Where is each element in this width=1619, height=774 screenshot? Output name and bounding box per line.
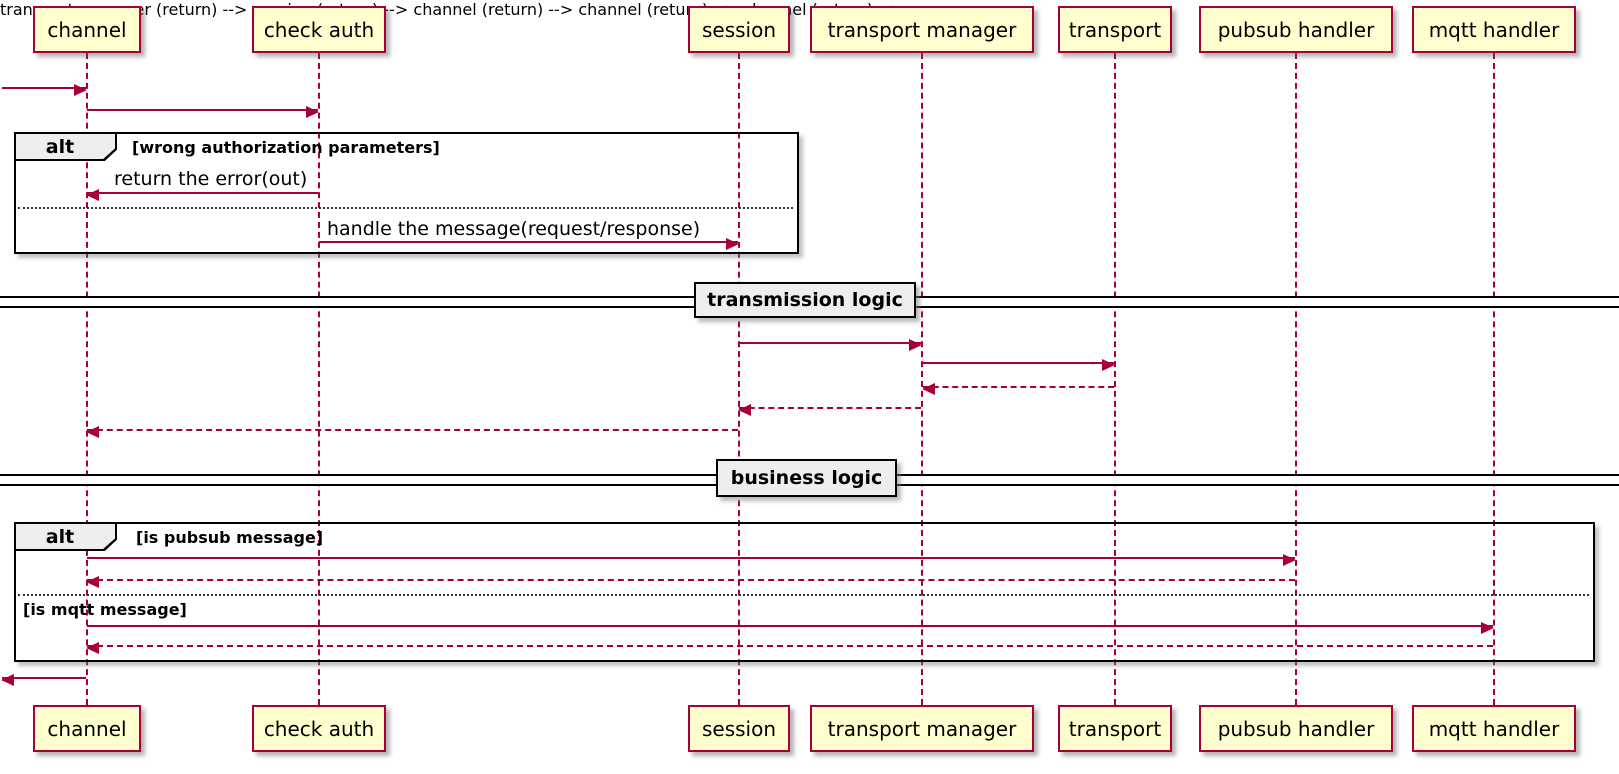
arrowhead-left-icon bbox=[86, 642, 99, 654]
alt-else-divider bbox=[18, 594, 1589, 596]
arrowhead-right-icon bbox=[306, 106, 319, 118]
message-arrow-transport-manager-return-to-session bbox=[738, 404, 921, 416]
message-arrow-channel-to-check-auth bbox=[87, 106, 319, 118]
arrowhead-right-icon bbox=[1481, 622, 1494, 634]
arrowhead-right-icon bbox=[726, 238, 739, 250]
participant-box-mqtt-handler-top: mqtt handler bbox=[1412, 6, 1576, 53]
arrowhead-right-icon bbox=[909, 339, 922, 351]
message-arrow-mqtt-handler-return-to-channel bbox=[86, 642, 1493, 654]
lifeline-mqtt-handler bbox=[1493, 53, 1495, 705]
message-arrow-session-to-transport-manager bbox=[739, 339, 922, 351]
alt-condition-is-pubsub: [is pubsub message] bbox=[136, 528, 324, 547]
participant-box-check-auth-top: check auth bbox=[252, 6, 386, 53]
lifeline-session bbox=[738, 53, 740, 705]
participant-box-check-auth-bottom: check auth bbox=[252, 705, 386, 752]
alt-keyword: alt bbox=[45, 135, 75, 158]
arrowhead-right-icon bbox=[1283, 554, 1296, 566]
participant-box-transport-manager-bottom: transport manager bbox=[810, 705, 1034, 752]
arrowhead-right-icon bbox=[74, 84, 87, 96]
lifeline-transport-manager bbox=[921, 53, 923, 705]
participant-box-pubsub-handler-bottom: pubsub handler bbox=[1199, 705, 1393, 752]
divider-label-transmission-logic: transmission logic bbox=[694, 282, 916, 318]
message-arrow-incoming-to-channel bbox=[2, 84, 87, 96]
message-arrow-check-auth-to-session bbox=[319, 238, 739, 250]
divider-label-business-logic: business logic bbox=[716, 459, 897, 497]
alt-else-divider bbox=[18, 207, 793, 209]
alt-tab: alt bbox=[16, 134, 117, 161]
participant-box-transport-bottom: transport bbox=[1058, 705, 1172, 752]
alt-tab: alt bbox=[16, 524, 117, 551]
arrowhead-left-icon bbox=[738, 404, 751, 416]
participant-box-mqtt-handler-bottom: mqtt handler bbox=[1412, 705, 1576, 752]
participant-box-transport-top: transport bbox=[1058, 6, 1172, 53]
arrowhead-left-icon bbox=[922, 383, 935, 395]
arrowhead-left-icon bbox=[1, 674, 14, 686]
lifeline-transport bbox=[1114, 53, 1116, 705]
message-arrow-channel-to-pubsub-handler bbox=[87, 554, 1296, 566]
participant-box-pubsub-handler-top: pubsub handler bbox=[1199, 6, 1393, 53]
participant-box-channel-bottom: channel bbox=[33, 705, 141, 752]
alt-frame-message-type: alt [is pubsub message] [is mqtt message… bbox=[14, 522, 1595, 662]
alt-condition-wrong-auth: [wrong authorization parameters] bbox=[132, 138, 440, 157]
arrowhead-right-icon bbox=[1102, 359, 1115, 371]
participant-box-channel-top: channel bbox=[33, 6, 141, 53]
participant-box-transport-manager-top: transport manager bbox=[810, 6, 1034, 53]
message-arrow-channel-to-mqtt-handler bbox=[87, 622, 1494, 634]
participant-box-session-bottom: session bbox=[688, 705, 790, 752]
message-arrow-check-auth-to-channel bbox=[86, 189, 318, 201]
message-arrow-session-return-to-channel bbox=[86, 426, 738, 438]
message-arrow-channel-outgoing bbox=[1, 674, 86, 686]
lifeline-pubsub-handler bbox=[1295, 53, 1297, 705]
message-arrow-transport-manager-to-transport bbox=[922, 359, 1115, 371]
alt-condition-is-mqtt: [is mqtt message] bbox=[23, 600, 187, 619]
message-label-return-error: return the error(out) bbox=[114, 168, 308, 190]
participant-box-session-top: session bbox=[688, 6, 790, 53]
alt-frame-authorization: alt [wrong authorization parameters] bbox=[14, 132, 799, 254]
arrowhead-left-icon bbox=[86, 576, 99, 588]
alt-keyword: alt bbox=[45, 525, 75, 548]
message-arrow-transport-return-to-transport-manager bbox=[922, 383, 1114, 395]
arrowhead-left-icon bbox=[86, 189, 99, 201]
alt-tab-fill bbox=[16, 524, 115, 549]
lifeline-check-auth bbox=[318, 53, 320, 705]
alt-tab-fill bbox=[16, 134, 115, 159]
lifeline-channel bbox=[86, 53, 88, 705]
message-arrow-pubsub-handler-return-to-channel bbox=[86, 576, 1295, 588]
arrowhead-left-icon bbox=[86, 426, 99, 438]
message-label-handle-message: handle the message(request/response) bbox=[327, 218, 701, 240]
